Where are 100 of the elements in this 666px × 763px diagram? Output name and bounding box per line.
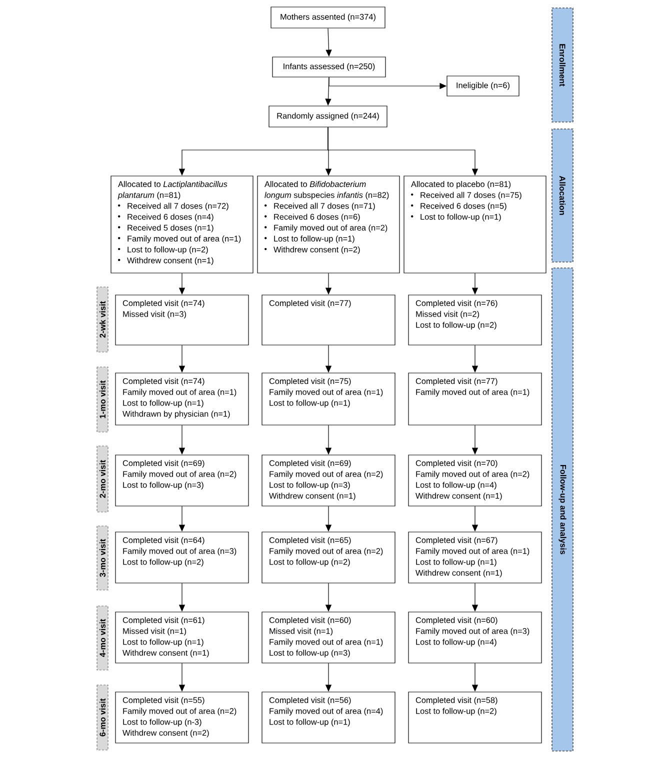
list-item: Completed visit (n=70) xyxy=(416,460,498,468)
list-item: Completed visit (n=55) xyxy=(122,697,204,705)
box-heading: Allocated to Bifidobacterium longum subspecies infantis (n=82) xyxy=(264,181,389,200)
section-band: Enrollment xyxy=(552,8,574,122)
list-item: Completed visit (n=74) xyxy=(122,378,204,386)
process-box xyxy=(262,372,396,426)
list-item: Family moved out of area (n=2) xyxy=(123,470,236,479)
list-item: Received 6 doses (n=5) xyxy=(420,202,506,210)
process-box xyxy=(408,692,542,744)
visit-band: 3-mo visit xyxy=(96,526,108,590)
process-box xyxy=(408,532,542,584)
process-box xyxy=(115,612,249,664)
process-box xyxy=(408,372,542,426)
list-item: Completed visit (n=69) xyxy=(122,460,204,468)
list-item: Missed visit (n=1) xyxy=(270,628,332,636)
list-item: Missed visit (n=2) xyxy=(416,310,479,319)
process-box xyxy=(115,372,249,426)
list-item: Received 6 doses (n=4) xyxy=(128,214,214,222)
list-item: Family moved out of area (n=1) xyxy=(128,236,241,244)
process-box xyxy=(408,294,542,346)
list-item: Missed visit (n=3) xyxy=(123,310,186,319)
process-box xyxy=(446,76,520,96)
list-item: Completed visit (n=56) xyxy=(269,697,351,705)
list-item: Lost to follow-up (n=2) xyxy=(123,558,204,566)
list-item: Withdrew consent (n=1) xyxy=(122,650,209,658)
list-item: Withdrew consent (n=1) xyxy=(269,492,356,500)
list-item: Withdrew consent (n=1) xyxy=(127,257,214,265)
list-item: Family moved out of area (n=2) xyxy=(274,224,388,232)
list-item: Lost to follow-up (n=1) xyxy=(420,214,501,222)
process-box xyxy=(270,6,386,28)
list-item: Family moved out of area (n=1) xyxy=(270,388,383,397)
list-item: Completed visit (n=77) xyxy=(269,300,351,308)
list-item: Completed visit (n=65) xyxy=(269,537,351,545)
box-heading: Allocated to placebo (n=81) xyxy=(411,181,511,189)
list-item: Withdrawn by physician (n=1) xyxy=(122,410,230,418)
process-box xyxy=(268,106,388,128)
list-item: Completed visit (n=67) xyxy=(416,537,498,545)
list-item: Lost to follow-up (n=2) xyxy=(270,558,350,566)
process-box xyxy=(115,294,249,346)
list-item: Received all 7 doses (n=72) xyxy=(128,202,228,210)
list-item: Family moved out of area (n=1) xyxy=(123,388,236,397)
box-label: Mothers assented (n=374) xyxy=(280,14,376,22)
list-item: Completed visit (n=61) xyxy=(122,617,204,625)
list-item: Family moved out of area (n=2) xyxy=(270,548,383,556)
box-label: Randomly assigned (n=244) xyxy=(277,112,379,120)
list-item: Family moved out of area (n=2) xyxy=(416,470,530,479)
list-item: Received 5 doses (n=1) xyxy=(128,224,214,232)
list-item: Lost to follow-up (n=1) xyxy=(270,400,350,408)
list-item: Lost to follow-up (n=1) xyxy=(123,638,204,646)
list-item: Family moved out of area (n=2) xyxy=(123,708,236,716)
list-item: Received all 7 doses (n=75) xyxy=(420,192,522,200)
visit-band: 2-wk visit xyxy=(96,286,108,352)
process-box xyxy=(272,56,386,78)
list-item: Lost to follow-up (n-3) xyxy=(123,718,202,726)
section-band: Allocation xyxy=(552,128,574,262)
list-item: Completed visit (n=64) xyxy=(122,537,204,545)
list-item: Completed visit (n=60) xyxy=(416,617,498,625)
process-box xyxy=(257,176,400,274)
box-label: Ineligible (n=6) xyxy=(456,82,510,90)
list-item: Lost to follow-up (n=2) xyxy=(128,246,208,254)
list-item: Lost to follow-up (n=3) xyxy=(270,650,350,658)
list-item: Withdrew consent (n=2) xyxy=(274,246,360,254)
list-item: Completed visit (n=69) xyxy=(269,460,351,468)
process-box xyxy=(115,692,249,744)
process-box xyxy=(262,612,396,664)
list-item: Received 6 doses (n=6) xyxy=(274,214,360,222)
process-box xyxy=(115,532,249,584)
list-item: Family moved out of area (n=2) xyxy=(270,470,383,479)
list-item: Lost to follow-up (n=2) xyxy=(416,708,496,716)
list-item: Family moved out of area (n=1) xyxy=(416,388,530,397)
process-box xyxy=(262,294,396,346)
list-item: Withdrew consent (n=2) xyxy=(122,730,209,738)
list-item: Lost to follow-up (n=4) xyxy=(416,638,496,646)
visit-band: 4-mo visit xyxy=(96,606,108,670)
visit-band: 2-mo visit xyxy=(96,446,108,512)
process-box xyxy=(115,454,249,506)
process-box xyxy=(262,454,396,506)
list-item: Received all 7 doses (n=71) xyxy=(274,202,375,210)
list-item: Completed visit (n=77) xyxy=(416,378,498,386)
list-item: Completed visit (n=75) xyxy=(269,378,351,386)
list-item: Lost to follow-up (n=3) xyxy=(123,482,204,490)
process-box xyxy=(408,612,542,664)
list-item: Family moved out of area (n=1) xyxy=(416,548,530,556)
box-heading: Allocated to Lactiplantibacillus plantarum (n=81) xyxy=(118,181,228,200)
list-item: Lost to follow-up (n=1) xyxy=(123,400,204,408)
list-item: Completed visit (n=60) xyxy=(269,617,351,625)
list-item: Withdrew consent (n=1) xyxy=(416,492,502,500)
list-item: Lost to follow-up (n=2) xyxy=(416,322,496,330)
process-box xyxy=(110,176,254,274)
process-box xyxy=(404,176,546,274)
list-item: Lost to follow-up (n=3) xyxy=(270,482,350,490)
list-item: Lost to follow-up (n=1) xyxy=(274,236,354,244)
process-box xyxy=(262,532,396,584)
section-band: Follow-up and analysis xyxy=(552,268,574,752)
visit-band: 1-mo visit xyxy=(96,366,108,432)
list-item: Withdrew consent (n=1) xyxy=(416,570,502,578)
list-item: Completed visit (n=76) xyxy=(416,300,498,308)
box-label: Infants assessed (n=250) xyxy=(284,63,375,71)
list-item: Completed visit (n=74) xyxy=(122,300,204,308)
list-item: Family moved out of area (n=3) xyxy=(416,628,530,636)
